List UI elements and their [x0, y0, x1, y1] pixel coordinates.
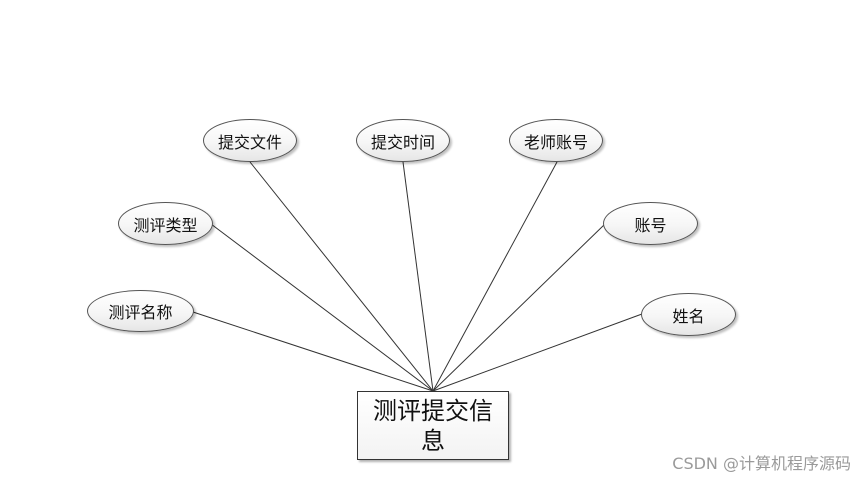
line-submit-file — [249, 161, 434, 392]
attribute-submit-file: 提交文件 — [203, 119, 297, 162]
attribute-label: 提交时间 — [370, 132, 435, 152]
watermark: CSDN @计算机程序源码 — [672, 454, 851, 473]
attribute-teacher-account: 老师账号 — [509, 119, 603, 162]
attribute-label: 老师账号 — [523, 132, 588, 152]
attribute-eval-type: 测评类型 — [118, 202, 213, 245]
attribute-label: 账号 — [634, 215, 667, 235]
line-eval-name — [192, 311, 434, 392]
line-submit-time — [402, 161, 434, 392]
attribute-submit-time: 提交时间 — [356, 119, 450, 162]
attribute-label: 姓名 — [672, 306, 705, 326]
line-eval-type — [210, 223, 434, 392]
entity-label: 测评提交信息 — [373, 396, 493, 455]
attribute-eval-name: 测评名称 — [87, 290, 194, 332]
entity-box: 测评提交信息 — [357, 391, 509, 460]
line-account — [432, 223, 606, 392]
attribute-name: 姓名 — [641, 293, 736, 336]
line-name — [432, 313, 643, 392]
attribute-label: 提交文件 — [217, 132, 282, 152]
attribute-label: 测评类型 — [133, 215, 198, 235]
attribute-label: 测评名称 — [108, 303, 173, 322]
attribute-account: 账号 — [603, 202, 698, 245]
line-teacher-account — [432, 161, 558, 392]
